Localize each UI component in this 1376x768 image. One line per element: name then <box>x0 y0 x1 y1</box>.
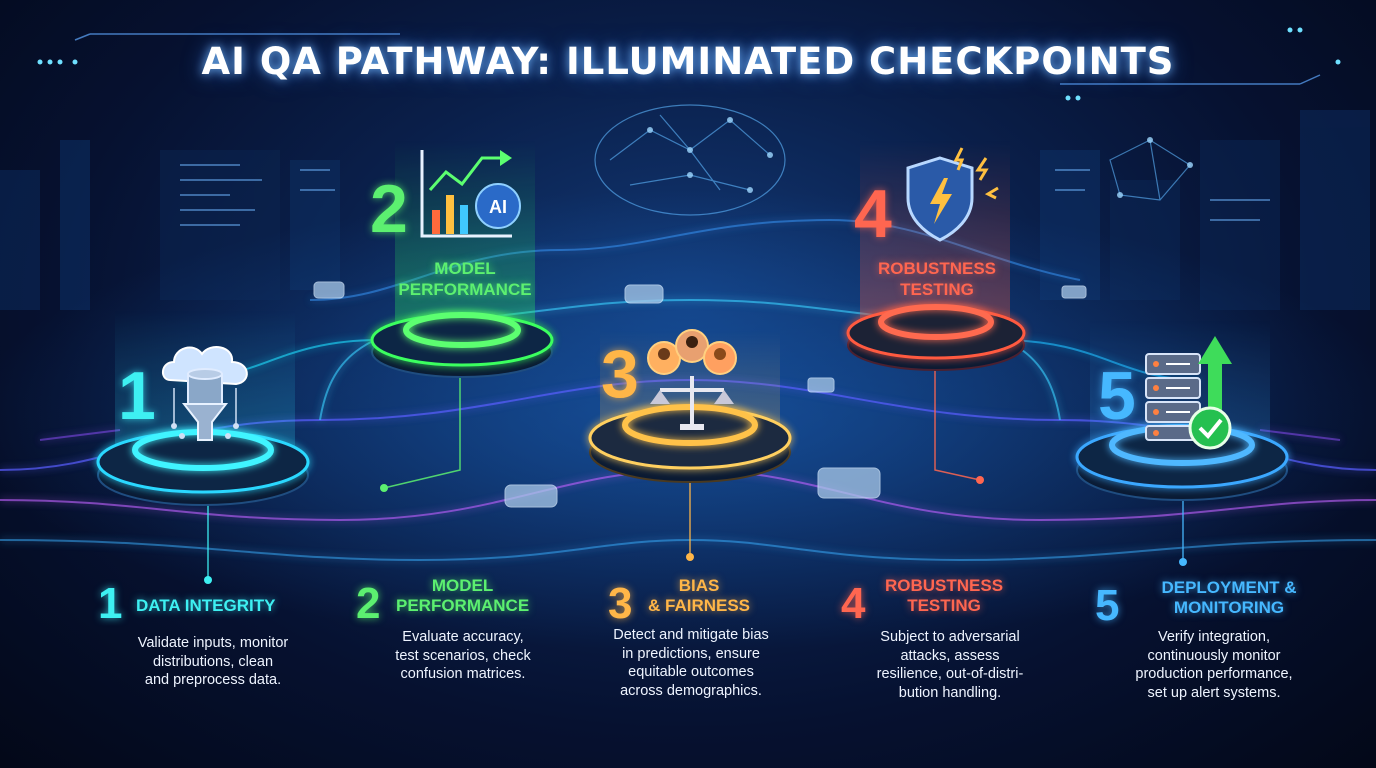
code-panels <box>180 164 1270 226</box>
step-desc-line-4: across demographics. <box>620 682 762 699</box>
people-scales-icon <box>647 329 737 430</box>
platform-number-2: 2 <box>370 171 408 247</box>
platform-label-2-line-1: MODEL <box>434 259 496 278</box>
step-desc-line-1: Evaluate accuracy, <box>402 629 524 645</box>
step-card-3: 3 BIAS & FAIRNESS Detect and mitigate bi… <box>576 576 806 706</box>
vehicles <box>313 281 1087 508</box>
step-title-line-2: TESTING <box>907 596 981 615</box>
platform-2 <box>370 312 554 378</box>
step-desc-line-1: Detect and mitigate bias <box>613 627 769 643</box>
step-card-2: 2 MODEL PERFORMANCE Evaluate accuracy, t… <box>348 576 578 686</box>
chart-ai-brain-icon: AI <box>420 150 521 238</box>
platform-label-4: ROBUSTNESS TESTING <box>852 258 1022 300</box>
step-desc-line-2: continuously monitor <box>1147 647 1281 664</box>
platform-number-3: 3 <box>601 336 639 412</box>
step-number: 1 <box>98 579 123 628</box>
platform-number-1: 1 <box>118 358 156 434</box>
step-number: 5 <box>1095 581 1120 630</box>
step-desc-line-2: in predictions, ensure <box>622 645 760 662</box>
step-desc-line-2: test scenarios, check <box>395 647 531 664</box>
step-desc-line-3: and preprocess data. <box>144 672 282 688</box>
platform-label-4-line-1: ROBUSTNESS <box>877 259 997 278</box>
platform-label-2-line-2: PERFORMANCE <box>398 280 532 299</box>
step-desc-line-3: confusion matrices. <box>400 666 526 682</box>
platform-4 <box>846 304 1026 371</box>
step-desc-line-2: distributions, clean <box>152 653 274 670</box>
platform-number-5: 5 <box>1098 358 1136 434</box>
step-number: 3 <box>608 579 633 628</box>
step-title-line-2: PERFORMANCE <box>396 596 530 615</box>
step-desc-line-2: attacks, assess <box>900 647 1000 664</box>
step-desc-line-4: set up alert systems. <box>1147 684 1281 701</box>
platform-label-2: MODEL PERFORMANCE <box>380 258 550 300</box>
step-title-line-1: ROBUSTNESS <box>885 576 1004 595</box>
step-desc-line-1: Validate inputs, monitor <box>137 635 289 651</box>
page-title: AI QA PATHWAY: ILLUMINATED CHECKPOINTS <box>201 40 1175 83</box>
step-title: ROBUSTNESS TESTING <box>885 576 1003 616</box>
step-title: DEPLOYMENT & MONITORING <box>1131 578 1327 618</box>
server-upload-check-icon <box>1145 336 1232 450</box>
svg-text:AI: AI <box>489 197 507 217</box>
step-desc-line-1: Subject to adversarial <box>880 629 1020 645</box>
step-number: 2 <box>356 579 381 628</box>
step-card-1: 1 DATA INTEGRITY Validate inputs, monito… <box>98 582 328 692</box>
step-card-5: 5 DEPLOYMENT & MONITORING Verify integra… <box>1095 578 1325 708</box>
step-title-line-2: MONITORING <box>1173 598 1285 617</box>
platform-number-4: 4 <box>854 176 892 252</box>
step-desc-line-3: production performance, <box>1135 666 1293 682</box>
step-desc-line-4: bution handling. <box>898 684 1002 701</box>
step-description: Validate inputs, monitor distributions, … <box>98 634 328 690</box>
lightning-shield-icon <box>906 147 999 242</box>
step-description: Subject to adversarial attacks, assess r… <box>835 628 1065 702</box>
step-title-line-1: MODEL <box>431 576 494 595</box>
step-title-line-1: DATA INTEGRITY <box>136 596 276 615</box>
step-title-line-1: BIAS <box>678 576 720 595</box>
step-title: MODEL PERFORMANCE <box>396 576 529 616</box>
step-desc-line-1: Verify integration, <box>1157 629 1271 645</box>
step-description: Evaluate accuracy, test scenarios, check… <box>348 628 578 684</box>
platform-1 <box>96 429 310 506</box>
step-number: 4 <box>841 579 866 628</box>
step-desc-line-3: equitable outcomes <box>628 664 754 680</box>
step-desc-line-3: resilience, out-of-distri- <box>876 666 1024 682</box>
step-description: Verify integration, continuously monitor… <box>1099 628 1329 702</box>
step-title: BIAS & FAIRNESS <box>648 576 750 616</box>
platform-label-4-line-2: TESTING <box>900 280 974 299</box>
step-description: Detect and mitigate bias in predictions,… <box>576 626 806 700</box>
step-title-line-1: DEPLOYMENT & <box>1161 578 1297 597</box>
step-card-4: 4 ROBUSTNESS TESTING Subject to adversar… <box>835 576 1065 706</box>
step-title-line-2: & FAIRNESS <box>648 596 751 615</box>
cloud-database-funnel-icon <box>162 346 248 441</box>
step-title: DATA INTEGRITY <box>136 596 275 616</box>
